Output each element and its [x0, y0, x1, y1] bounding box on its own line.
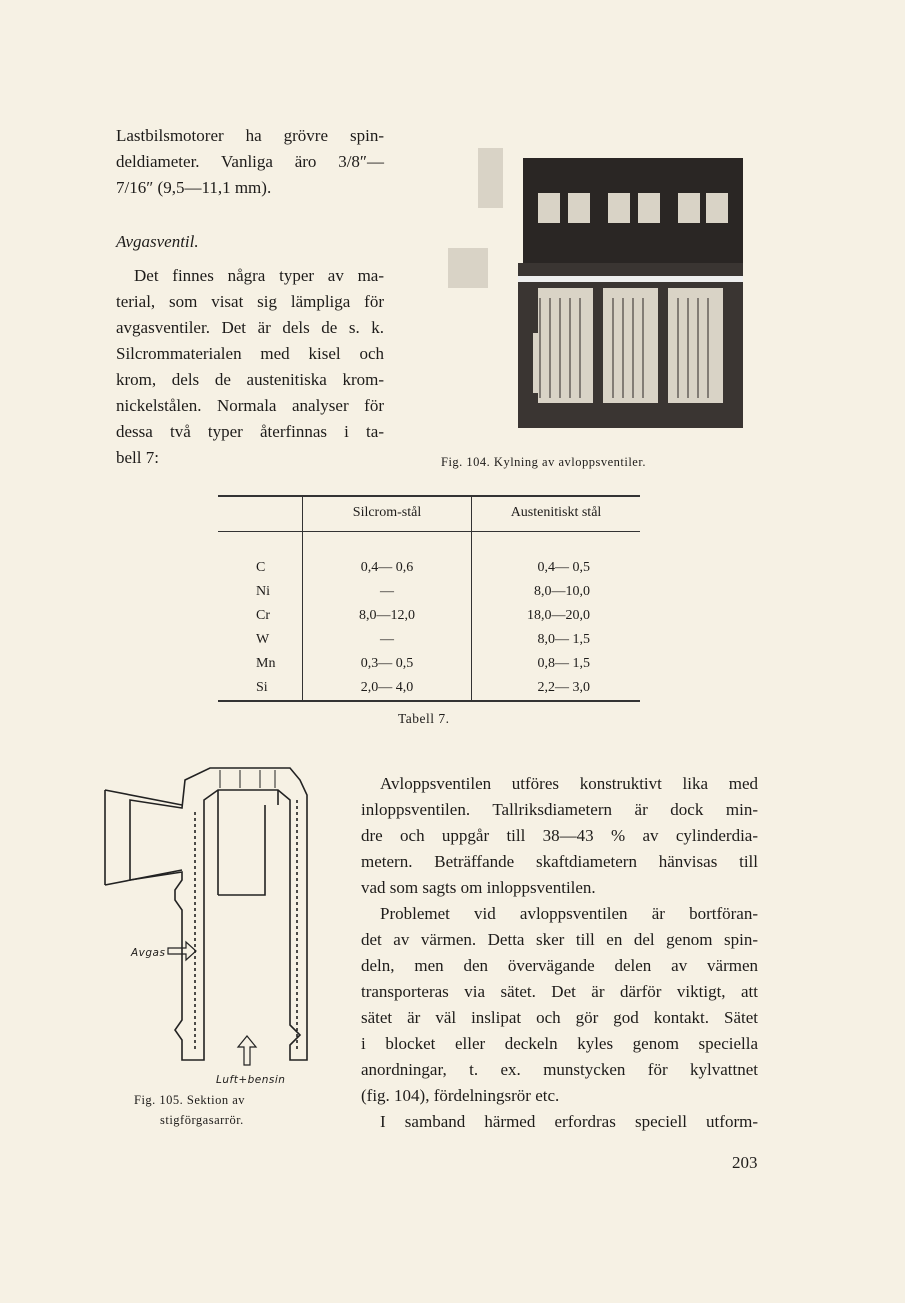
element-cell: Cr: [256, 607, 270, 623]
table-row: W —8,0— 1,5: [218, 627, 640, 652]
value-cell: 8,0—12,0: [302, 603, 472, 628]
section-heading: Avgasventil.: [116, 232, 199, 251]
text-line: terial, som visat sig lämpliga för: [116, 292, 384, 311]
table-header: Silcrom-stål: [302, 495, 472, 531]
table-header: Austenitiskt stål: [471, 495, 640, 531]
element-cell: Si: [256, 679, 268, 695]
value-cell: 0,8— 1,5: [471, 651, 640, 676]
text-line: Problemet vid avloppsventilen är bortför…: [380, 904, 758, 923]
value-cell: 2,0— 4,0: [302, 675, 472, 701]
text-line: Det finnes några typer av ma-: [134, 266, 384, 285]
value-cell: 2,2— 3,0: [471, 675, 640, 701]
table-7-caption: Tabell 7.: [398, 711, 450, 726]
text-line: anordningar, t. ex. munstycken för kylva…: [361, 1060, 758, 1079]
text-line: inloppsventilen. Tallriksdiametern är do…: [361, 800, 758, 819]
table-header: [218, 495, 303, 531]
text-line: Lastbilsmotorer ha grövre spin-: [116, 126, 384, 145]
text-line: nickelstålen. Normala analyser för: [116, 396, 384, 415]
text-line: avgasventiler. Det är dels de s. k.: [116, 318, 384, 337]
text-line: vad som sagts om inloppsventilen.: [361, 878, 596, 897]
value-cell: 0,4— 0,6: [302, 555, 472, 580]
text-line: metern. Beträffande skaftdiametern hänvi…: [361, 852, 758, 871]
element-cell: Ni: [256, 583, 270, 599]
value-cell: —: [302, 627, 472, 652]
carburetor-pipe-section-drawing: [104, 767, 308, 1066]
text-line: I samband härmed erfordras speciell utfo…: [380, 1112, 758, 1131]
text-line: sätet är väl inslipat och gör god kontak…: [361, 1008, 758, 1027]
value-cell: 0,4— 0,5: [471, 555, 640, 580]
element-cell: Mn: [256, 655, 276, 671]
text-line: (fig. 104), fördelningsrör etc.: [361, 1086, 560, 1105]
value-cell: 0,3— 0,5: [302, 651, 472, 676]
figure-105-caption: stigförgasarrör.: [160, 1113, 244, 1127]
text-line: dessa två typer återfinnas i ta-: [116, 422, 384, 441]
table-row: Ni —8,0—10,0: [218, 579, 640, 604]
figure-105-caption: Fig. 105. Sektion av: [134, 1093, 246, 1107]
value-cell: 18,0—20,0: [471, 603, 640, 628]
text-line: bell 7:: [116, 448, 159, 467]
table-header-row: Silcrom-stål Austenitiskt stål: [218, 495, 640, 531]
table-7: Silcrom-stål Austenitiskt stål C 0,4— 0,6…: [218, 495, 640, 702]
text-line: Silcrommaterialen med kisel och: [116, 344, 384, 363]
avgas-label: Avgas: [131, 947, 166, 959]
text-line: krom, dels de austenitiska krom-: [116, 370, 384, 389]
text-line: det av värmen. Detta sker till en del ge…: [361, 930, 758, 949]
text-line: dre och uppgår till 38—43 % av cylinderd…: [361, 826, 758, 845]
figure-104-caption: Fig. 104. Kylning av avloppsventiler.: [441, 455, 646, 469]
luft-bensin-label: Luft+bensin: [216, 1074, 286, 1086]
text-line: 7/16″ (9,5—11,1 mm).: [116, 178, 272, 197]
text-line: i blocket eller deckeln kyles genom spec…: [361, 1034, 758, 1053]
engine-cooling-illustration: [448, 148, 743, 428]
value-cell: —: [302, 579, 472, 604]
page-number: 203: [732, 1153, 758, 1172]
text-line: deldiameter. Vanliga äro 3/8″—: [116, 152, 384, 171]
text-line: transporteras via sätet. Det är därför v…: [361, 982, 758, 1001]
value-cell: 8,0—10,0: [471, 579, 640, 604]
text-line: deln, men den övervägande delen av värme…: [361, 956, 758, 975]
element-cell: W: [256, 631, 270, 647]
text-line: Avloppsventilen utföres konstruktivt lik…: [380, 774, 758, 793]
value-cell: 8,0— 1,5: [471, 627, 640, 652]
element-cell: C: [256, 559, 266, 575]
